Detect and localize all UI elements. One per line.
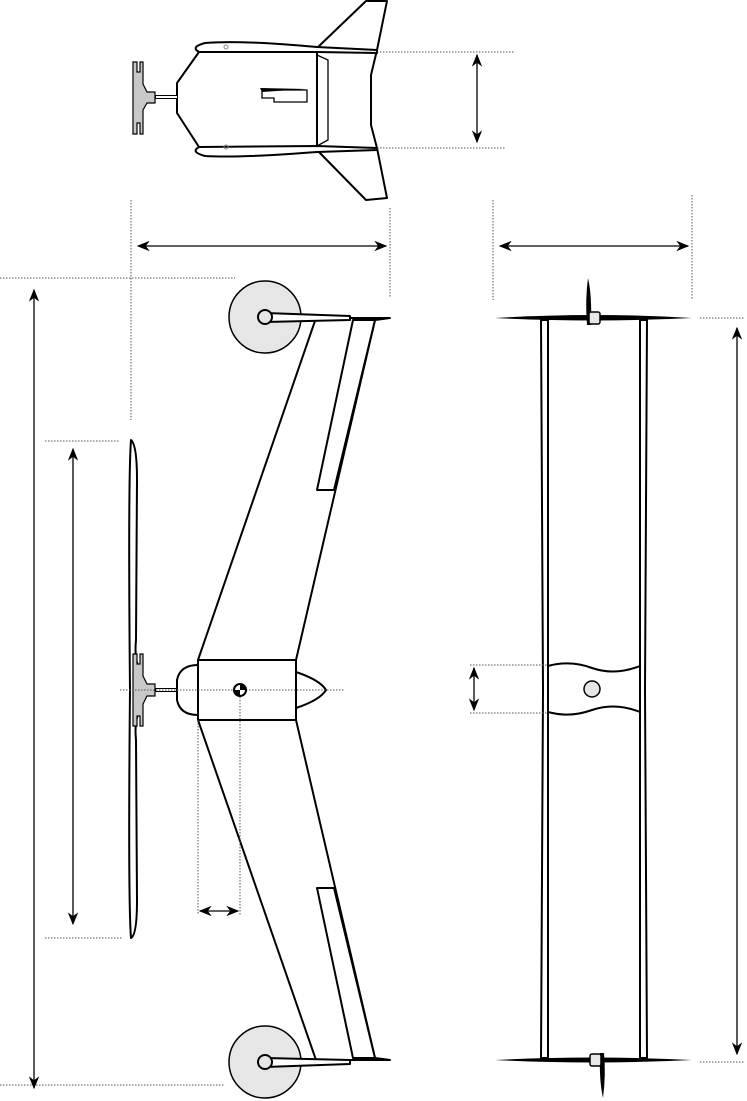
wheel-upper [228,280,351,354]
control-horn [261,89,308,103]
front-view [468,195,745,1098]
rivet [223,144,229,150]
lower-pod [194,145,378,158]
control-horn-bar [260,88,306,92]
aileron-upper [316,319,376,491]
upper-pod [194,41,378,54]
strut-right [639,319,648,1059]
propeller-hub [132,61,156,135]
aileron-lower [316,887,376,1059]
side-view [132,0,515,201]
rivet [223,44,229,50]
wheel-lower [228,1025,351,1099]
top-view [0,200,391,1099]
motor-top [588,311,601,325]
motor-hub [583,680,601,698]
strut-left [540,319,549,1059]
motor-bottom [589,1053,602,1067]
nose-cone [295,671,327,709]
fuselage-side [176,49,318,151]
center-of-gravity-icon [233,683,247,697]
fuselage-frame [316,54,329,147]
